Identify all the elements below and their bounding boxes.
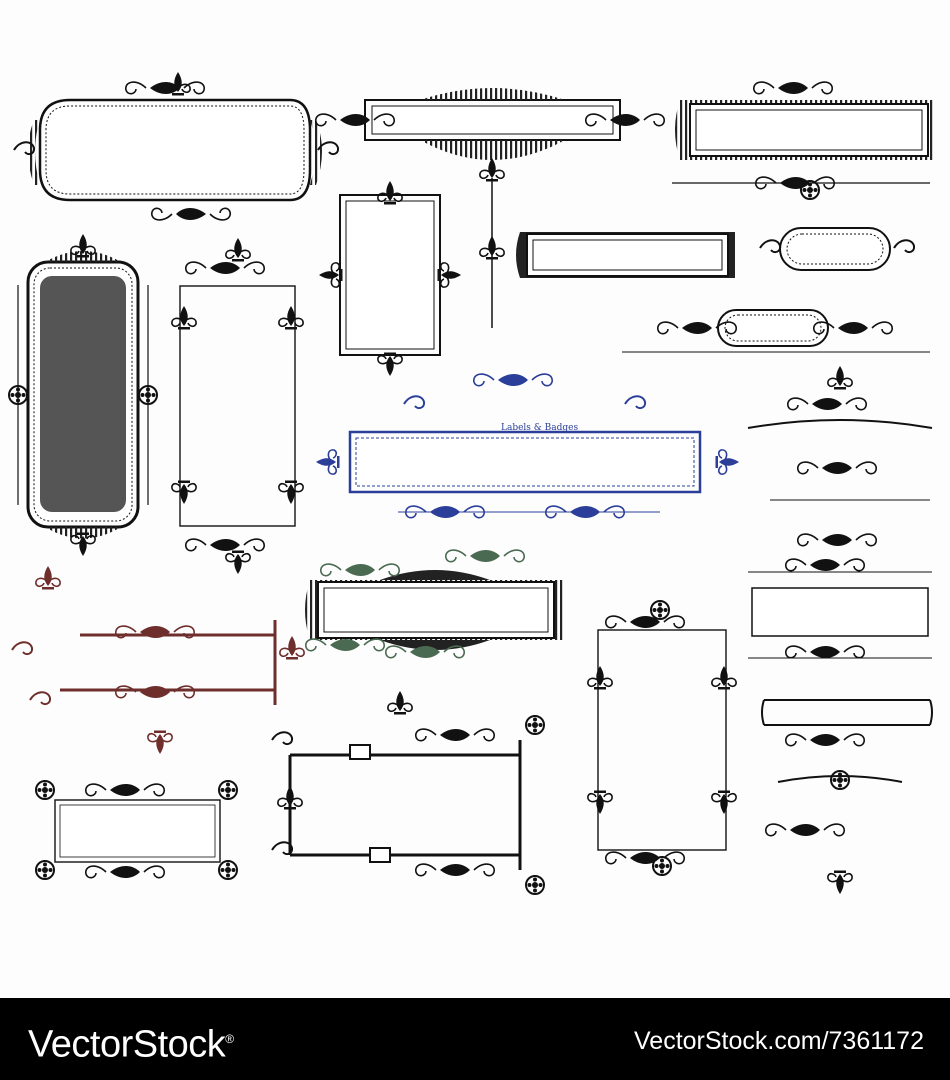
watermark-footer-bar: VectorStock® VectorStock.com/7361172 <box>0 998 950 1080</box>
labels-and-badges-caption: Labels & Badges <box>501 423 578 433</box>
frame-rounded-banner-large <box>13 71 340 221</box>
frame-black-scrollwork <box>271 690 545 895</box>
frame-horizontal-banner-top <box>314 88 666 328</box>
frame-oval-small-lower <box>622 309 930 353</box>
ornamental-frames-artwork: Labels & Badges <box>8 71 935 895</box>
frame-tall-crest <box>587 600 737 876</box>
frame-blue-center: Labels & Badges <box>315 373 740 519</box>
frame-small-bottom-left <box>35 780 238 880</box>
frame-vertical-narrow <box>318 180 462 377</box>
brand-name: VectorStock <box>28 1023 226 1066</box>
divider-stack-right <box>747 365 933 895</box>
frame-oval-small-upper <box>759 227 916 271</box>
ornament-sheet: Labels & Badges <box>8 71 935 895</box>
image-id-url: VectorStock.com/7361172 <box>634 1027 924 1055</box>
plaque-horizontal-middle <box>516 232 735 278</box>
plaque-center-leaves <box>304 549 565 659</box>
frame-tall-panel-gray <box>8 233 158 557</box>
vectorstock-logo: VectorStock® <box>28 1014 234 1070</box>
frame-maroon-corner <box>11 565 305 755</box>
frame-horizontal-banner-top-right <box>672 81 935 200</box>
registered-mark: ® <box>225 1032 234 1046</box>
frame-tall-thin <box>171 237 304 575</box>
